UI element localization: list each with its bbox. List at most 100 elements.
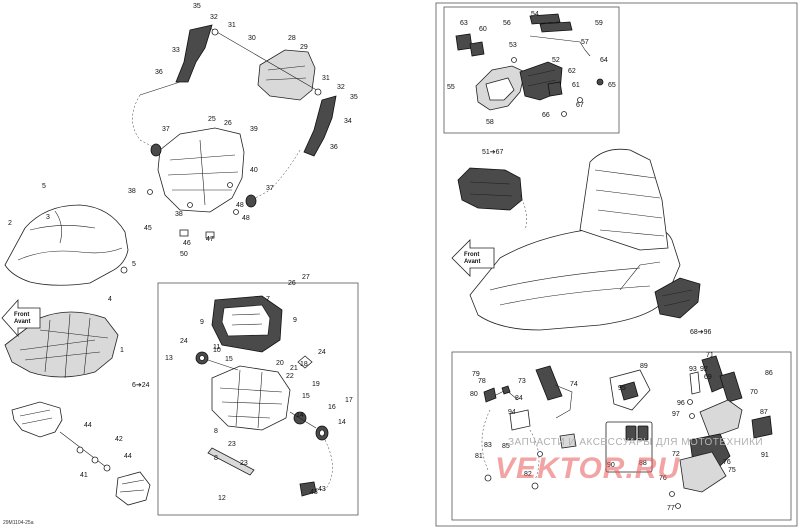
front-arrow-left: Front Avant: [1, 298, 41, 338]
callout-14: 14: [296, 412, 304, 419]
callout-29: 29: [300, 44, 308, 51]
callout-61: 61: [572, 82, 580, 89]
callout-4: 4: [108, 296, 112, 303]
hinge-components: [195, 351, 329, 476]
callout-31: 31: [228, 22, 236, 29]
reference-6-24: 6➔24: [132, 382, 150, 389]
callout-42: 42: [115, 436, 123, 443]
callout-65: 65: [608, 82, 616, 89]
reference-51-67: 51➔67: [482, 149, 504, 156]
callout-44: 44: [84, 422, 92, 429]
callout-52: 52: [552, 57, 560, 64]
callout-54: 54: [531, 11, 539, 18]
callout-77: 77: [667, 505, 675, 512]
callout-8: 8: [214, 455, 218, 462]
lower-center-inset-frame: [157, 282, 359, 516]
callout-37: 37: [162, 126, 170, 133]
callout-95: 95: [618, 385, 626, 392]
callout-57: 57: [581, 39, 589, 46]
callout-23: 23: [228, 441, 236, 448]
callout-33: 33: [172, 47, 180, 54]
top-right-inset-frame: [443, 6, 620, 134]
backrest-arms: [175, 24, 337, 157]
callout-88: 88: [639, 460, 647, 467]
callout-26: 26: [224, 120, 232, 127]
callout-86: 86: [765, 370, 773, 377]
callout-15: 15: [225, 356, 233, 363]
callout-16: 16: [328, 404, 336, 411]
callout-5: 5: [132, 261, 136, 268]
handle-grip-right: [654, 277, 701, 319]
callout-18: 18: [300, 361, 308, 368]
diagram-code: 29M1104-25a: [3, 520, 34, 526]
callout-48: 48: [236, 202, 244, 209]
callout-19: 19: [312, 381, 320, 388]
callout-70: 70: [750, 389, 758, 396]
callout-44: 44: [124, 453, 132, 460]
bottom-right-inset-frame: [451, 351, 792, 521]
callout-30: 30: [248, 35, 256, 42]
callout-87: 87: [760, 409, 768, 416]
callout-74: 74: [570, 381, 578, 388]
watermark-brand: VEKTOR.RU: [495, 452, 680, 485]
callout-50: 50: [180, 251, 188, 258]
handle-assembly-inset: [455, 13, 604, 117]
callout-90: 90: [607, 462, 615, 469]
callout-75: 75: [728, 467, 736, 474]
callout-85: 85: [502, 443, 510, 450]
callout-43: 43: [318, 486, 326, 493]
callout-26: 26: [288, 280, 296, 287]
callout-72: 72: [672, 451, 680, 458]
wiring-harness: [481, 385, 577, 490]
switch-panel-inset: [605, 421, 653, 473]
callout-10: 10: [213, 347, 221, 354]
callout-32: 32: [210, 14, 218, 21]
callout-3: 3: [46, 214, 50, 221]
callout-97: 97: [672, 411, 680, 418]
callout-91: 91: [761, 452, 769, 459]
svg-text:Avant: Avant: [14, 319, 30, 325]
reference-68-96: 68➔96: [690, 329, 712, 336]
callout-59: 59: [595, 20, 603, 27]
svg-text:Front: Front: [464, 252, 479, 258]
callout-21: 21: [290, 365, 298, 372]
callout-69: 69: [704, 374, 712, 381]
callout-38: 38: [128, 188, 136, 195]
callout-79: 79: [472, 371, 480, 378]
callout-8: 8: [214, 428, 218, 435]
callout-40: 40: [250, 167, 258, 174]
callout-83: 83: [484, 442, 492, 449]
callout-15: 15: [302, 393, 310, 400]
callout-39: 39: [250, 126, 258, 133]
callout-67: 67: [576, 102, 584, 109]
callout-22: 22: [286, 373, 294, 380]
callout-31: 31: [322, 75, 330, 82]
callout-81: 81: [475, 453, 483, 460]
callout-84: 84: [515, 395, 523, 402]
callout-71: 71: [706, 352, 714, 359]
callout-60: 60: [479, 26, 487, 33]
seat-latch-housing: [211, 295, 283, 353]
callout-5: 5: [42, 183, 46, 190]
callout-58: 58: [486, 119, 494, 126]
bottom-right-parts: [535, 355, 773, 509]
callout-41: 41: [80, 472, 88, 479]
callout-96: 96: [677, 400, 685, 407]
callout-35: 35: [350, 94, 358, 101]
callout-17: 17: [345, 397, 353, 404]
callout-82: 82: [524, 471, 532, 478]
callout-28: 28: [288, 35, 296, 42]
callout-9: 9: [200, 319, 204, 326]
callout-55: 55: [447, 84, 455, 91]
callout-36: 36: [155, 69, 163, 76]
front-arrow-right: Front Avant: [451, 239, 495, 277]
callout-35: 35: [193, 3, 201, 10]
callout-32: 32: [337, 84, 345, 91]
callout-45: 45: [144, 225, 152, 232]
callout-47: 47: [206, 236, 214, 243]
callout-89: 89: [640, 363, 648, 370]
callout-24: 24: [318, 349, 326, 356]
